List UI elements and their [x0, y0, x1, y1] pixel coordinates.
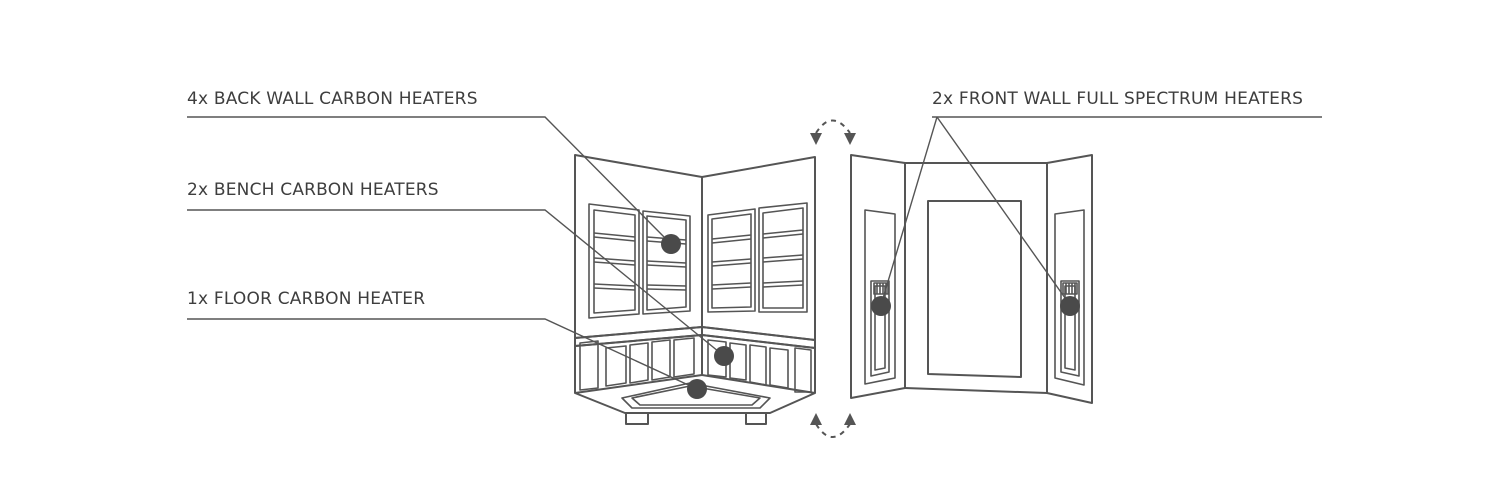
- right-wall-heater-frame-1-inner: [711, 213, 752, 309]
- front-door-window: [927, 200, 1022, 378]
- floor-leg-right: [745, 413, 767, 425]
- label-bench: 2x BENCH CARBON HEATERS: [187, 180, 725, 357]
- leader-back-wall: [187, 116, 672, 245]
- label-front-wall-text: 2x FRONT WALL FULL SPECTRUM HEATERS: [932, 89, 1303, 109]
- floor-heater-panel-inner: [631, 385, 761, 406]
- front-left-heater-grille: [873, 282, 889, 295]
- floor-leg-left: [625, 413, 649, 425]
- sauna-back-corner: [574, 154, 816, 425]
- label-back-wall: 4x BACK WALL CARBON HEATERS: [187, 89, 672, 245]
- label-floor-text: 1x FLOOR CARBON HEATER: [187, 289, 425, 309]
- front-wall-left-panel: [850, 154, 906, 399]
- rotate-arrows-icon: [810, 119, 856, 438]
- right-wall-heater-frame-2-inner: [762, 207, 804, 309]
- front-wall-center-panel: [904, 162, 1048, 394]
- front-left-heater-inner: [870, 280, 890, 377]
- label-back-wall-text: 4x BACK WALL CARBON HEATERS: [187, 89, 478, 109]
- floor-heater-dot: [687, 379, 707, 399]
- front-right-heater-dot: [1060, 296, 1080, 316]
- leader-floor: [187, 318, 698, 390]
- bench-heater-dot: [714, 346, 734, 366]
- front-wall-right-panel: [1046, 154, 1093, 404]
- left-wall-heater-frame-1-inner: [593, 209, 636, 314]
- back-wall-heater-dot: [661, 234, 681, 254]
- sauna-front-wall: [850, 154, 1093, 404]
- label-bench-text: 2x BENCH CARBON HEATERS: [187, 180, 439, 200]
- label-floor: 1x FLOOR CARBON HEATER: [187, 289, 698, 390]
- left-wall-heater-frame-1: [588, 203, 640, 319]
- leader-bench: [187, 209, 725, 357]
- leader-front-wall-left: [880, 116, 938, 306]
- front-right-heater-grille: [1062, 282, 1078, 295]
- front-left-heater-dot: [871, 296, 891, 316]
- front-right-heater-frame: [1054, 209, 1085, 386]
- left-wall-heater-frame-2-inner: [646, 215, 687, 311]
- right-wall-heater-frame-2: [758, 202, 808, 313]
- floor-heater-panel: [621, 382, 771, 409]
- front-left-heater-frame: [864, 209, 896, 385]
- right-wall-heater-frame-1: [707, 208, 756, 313]
- leader-front-wall-right: [936, 116, 1071, 306]
- left-wall-heater-frame-2: [642, 210, 691, 315]
- label-front-wall: 2x FRONT WALL FULL SPECTRUM HEATERS: [880, 89, 1322, 306]
- front-right-heater-inner: [1060, 280, 1080, 377]
- floor-platform: [574, 392, 816, 414]
